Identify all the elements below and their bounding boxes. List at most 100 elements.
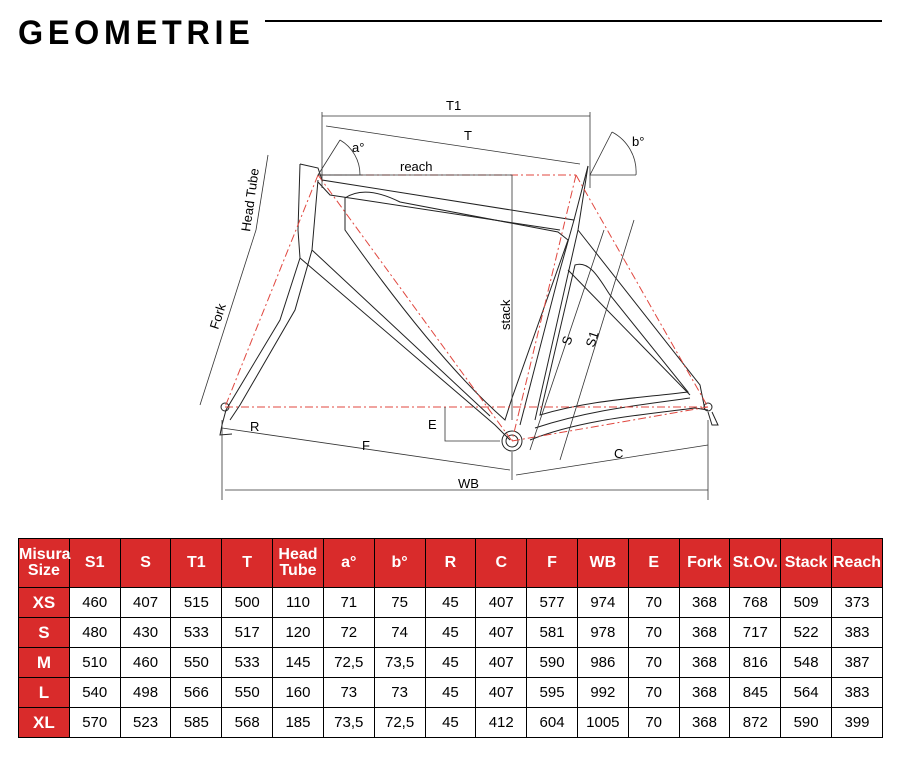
table-cell: 45 xyxy=(424,617,477,648)
table-cell: 73 xyxy=(373,677,426,708)
table-cell: 73,5 xyxy=(322,707,375,738)
table-cell: 570 xyxy=(68,707,121,738)
table-cell: 74 xyxy=(373,617,426,648)
column-header: T xyxy=(221,538,274,588)
column-header: Stack xyxy=(780,538,832,588)
table-cell: 71 xyxy=(322,587,375,618)
table-cell: 368 xyxy=(678,707,731,738)
table-cell: 500 xyxy=(221,587,274,618)
table-cell: 73 xyxy=(322,677,375,708)
table-cell: 978 xyxy=(576,617,629,648)
table-cell: 498 xyxy=(119,677,172,708)
table-cell: 368 xyxy=(678,677,731,708)
table-cell: 72 xyxy=(322,617,375,648)
table-cell: 383 xyxy=(831,677,883,708)
table-cell: 522 xyxy=(780,617,832,648)
table-cell: 110 xyxy=(272,587,324,618)
table-cell: 590 xyxy=(780,707,832,738)
title-divider xyxy=(265,20,882,22)
table-cell: 581 xyxy=(526,617,578,648)
table-cell: 407 xyxy=(475,647,528,678)
size-cell: S xyxy=(18,617,70,648)
table-cell: 70 xyxy=(627,677,680,708)
table-cell: 533 xyxy=(170,617,223,648)
frame-outline xyxy=(219,163,719,452)
label-stack: stack xyxy=(498,299,513,330)
table-cell: 515 xyxy=(170,587,223,618)
table-cell: 577 xyxy=(526,587,578,618)
table-cell: 45 xyxy=(424,647,477,678)
size-cell: L xyxy=(18,677,70,708)
table-cell: 564 xyxy=(780,677,832,708)
table-cell: 45 xyxy=(424,677,477,708)
column-header: T1 xyxy=(170,538,223,588)
table-cell: 73,5 xyxy=(373,647,426,678)
centerlines xyxy=(224,174,709,442)
table-cell: 70 xyxy=(627,707,680,738)
size-cell: XL xyxy=(18,707,70,738)
table-cell: 145 xyxy=(272,647,324,678)
column-header: E xyxy=(627,538,680,588)
page-title: GEOMETRIE xyxy=(18,14,255,52)
table-cell: 407 xyxy=(119,587,172,618)
table-cell: 533 xyxy=(221,647,274,678)
column-header: St.Ov. xyxy=(729,538,782,588)
size-cell: M xyxy=(18,647,70,678)
table-cell: 816 xyxy=(729,647,782,678)
label-t: T xyxy=(464,128,472,143)
label-reach: reach xyxy=(400,159,433,174)
table-cell: 590 xyxy=(526,647,578,678)
table-cell: 120 xyxy=(272,617,324,648)
table-cell: 992 xyxy=(576,677,629,708)
table-cell: 568 xyxy=(221,707,274,738)
column-header: S1 xyxy=(68,538,121,588)
table-cell: 72,5 xyxy=(322,647,375,678)
table-cell: 480 xyxy=(68,617,121,648)
table-cell: 585 xyxy=(170,707,223,738)
table-cell: 45 xyxy=(424,707,477,738)
table-cell: 517 xyxy=(221,617,274,648)
label-b-angle: b° xyxy=(632,134,644,149)
table-cell: 185 xyxy=(272,707,324,738)
table-cell: 460 xyxy=(68,587,121,618)
frame-geometry-diagram: T1 T a° b° reach stack Head Tube Fork S … xyxy=(199,98,719,500)
table-cell: 373 xyxy=(831,587,883,618)
label-f: F xyxy=(362,438,370,453)
table-cell: 430 xyxy=(119,617,172,648)
table-cell: 974 xyxy=(576,587,629,618)
table-cell: 412 xyxy=(475,707,528,738)
table-cell: 845 xyxy=(729,677,782,708)
dimension-lines xyxy=(199,112,709,500)
table-cell: 70 xyxy=(627,647,680,678)
table-cell: 160 xyxy=(272,677,324,708)
table-cell: 70 xyxy=(627,617,680,648)
table-cell: 1005 xyxy=(576,707,629,738)
table-cell: 768 xyxy=(729,587,782,618)
label-e: E xyxy=(428,417,437,432)
table-cell: 566 xyxy=(170,677,223,708)
label-r: R xyxy=(250,419,259,434)
label-c: C xyxy=(614,446,623,461)
label-wb: WB xyxy=(458,476,479,491)
table-cell: 75 xyxy=(373,587,426,618)
table-cell: 387 xyxy=(831,647,883,678)
column-header: R xyxy=(424,538,477,588)
table-cell: 407 xyxy=(475,617,528,648)
column-header: Reach xyxy=(831,538,883,588)
column-header: Fork xyxy=(678,538,731,588)
size-cell: XS xyxy=(18,587,70,618)
label-s1: S1 xyxy=(583,329,602,349)
table-cell: 72,5 xyxy=(373,707,426,738)
table-cell: 460 xyxy=(119,647,172,678)
table-cell: 510 xyxy=(68,647,121,678)
table-cell: 595 xyxy=(526,677,578,708)
table-cell: 523 xyxy=(119,707,172,738)
column-header: a° xyxy=(322,538,375,588)
table-cell: 70 xyxy=(627,587,680,618)
table-cell: 872 xyxy=(729,707,782,738)
